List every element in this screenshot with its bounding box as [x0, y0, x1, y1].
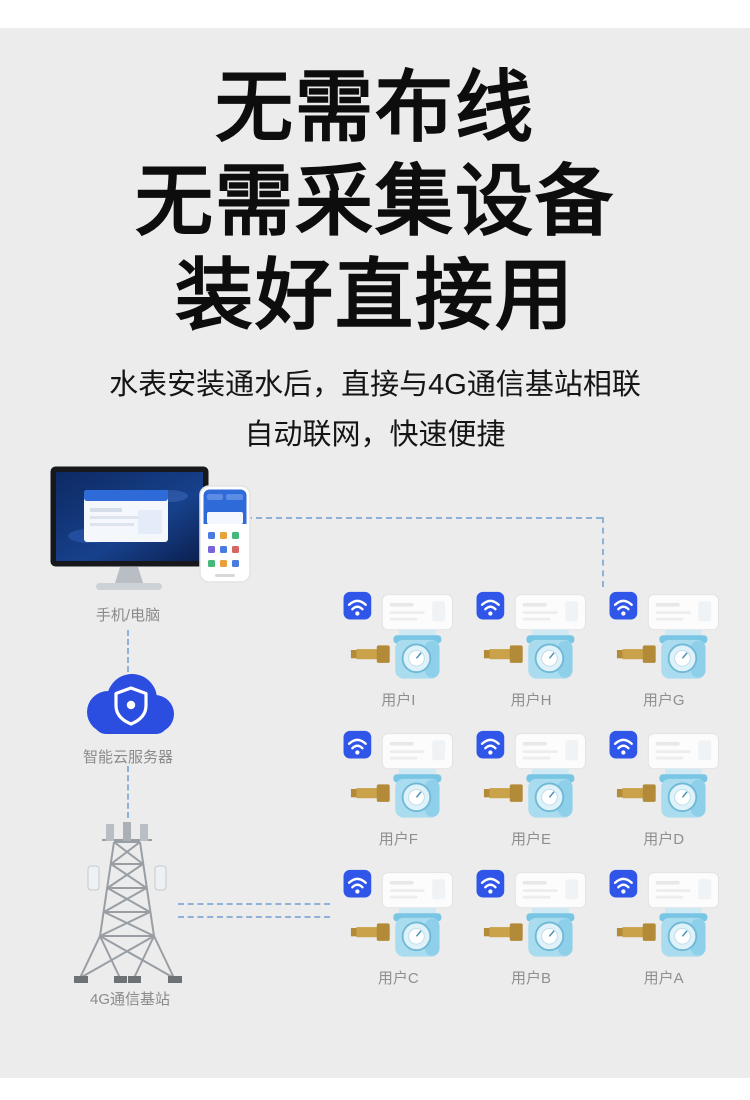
wifi-icon	[343, 591, 372, 620]
wifi-icon	[476, 869, 505, 898]
wifi-icon	[609, 730, 637, 759]
headline: 无需布线 无需采集设备 装好直接用	[0, 60, 750, 342]
subtitle: 水表安装通水后，直接与4G通信基站相联 自动联网，快速便捷	[0, 360, 750, 460]
user-label: 用户C	[377, 970, 419, 987]
connector-monitor-to-meters-vertical	[602, 517, 604, 587]
wifi-icon	[343, 730, 372, 759]
water-meter-icon	[476, 869, 586, 957]
water-meter-icon	[609, 730, 719, 818]
user-label: 用户A	[643, 970, 684, 987]
monitor-phone-illustration	[50, 466, 251, 590]
user-meter: 用户F	[332, 727, 465, 866]
user-meter: 用户C	[332, 866, 465, 1005]
connector-monitor-to-meters-horizontal	[246, 517, 602, 519]
user-meter: 用户I	[332, 588, 465, 727]
wifi-icon	[609, 869, 637, 898]
wifi-icon	[343, 869, 372, 898]
wifi-icon	[476, 730, 505, 759]
water-meter-icon	[609, 869, 719, 957]
user-meter: 用户E	[465, 727, 598, 866]
tower-label: 4G通信基站	[89, 991, 170, 1008]
water-meter-icon	[343, 869, 454, 957]
user-label: 用户B	[510, 970, 551, 987]
user-meter: 用户G	[597, 588, 730, 727]
wifi-icon	[476, 591, 505, 620]
user-label: 用户G	[642, 692, 685, 709]
user-label: 用户F	[378, 831, 418, 848]
devices-label: 手机/电脑	[95, 607, 161, 624]
connector-cloud-to-tower	[127, 766, 129, 818]
cloud-server-icon	[87, 674, 174, 734]
wifi-icon	[609, 591, 637, 620]
shield-icon	[114, 686, 148, 726]
water-meter-icon	[343, 591, 454, 679]
user-label: 用户I	[381, 692, 416, 709]
water-meter-icon	[343, 730, 454, 818]
subtitle-line-2: 自动联网，快速便捷	[244, 419, 506, 451]
connector-monitor-to-cloud	[127, 630, 129, 672]
phone-icon	[199, 485, 251, 583]
connector-tower-to-meters-2	[178, 916, 330, 918]
user-label: 用户H	[510, 692, 552, 709]
user-meter: 用户D	[597, 727, 730, 866]
water-meter-icon	[476, 591, 586, 679]
user-meter: 用户B	[465, 866, 598, 1005]
user-meter: 用户H	[465, 588, 598, 727]
headline-line-2: 无需采集设备	[134, 157, 615, 245]
subtitle-line-1: 水表安装通水后，直接与4G通信基站相联	[109, 369, 641, 401]
user-meter: 用户A	[597, 866, 730, 1005]
monitor-icon	[50, 466, 209, 590]
user-label: 用户D	[643, 831, 685, 848]
water-meter-icon	[609, 591, 719, 679]
headline-line-3: 装好直接用	[174, 251, 575, 339]
headline-line-1: 无需布线	[214, 63, 535, 151]
cloud-label: 智能云服务器	[82, 749, 173, 766]
water-meter-icon	[476, 730, 586, 818]
user-label: 用户E	[510, 831, 551, 848]
connector-tower-to-meters-1	[178, 903, 330, 905]
tower-icon	[74, 822, 182, 983]
meter-grid: 用户I	[332, 588, 730, 1005]
